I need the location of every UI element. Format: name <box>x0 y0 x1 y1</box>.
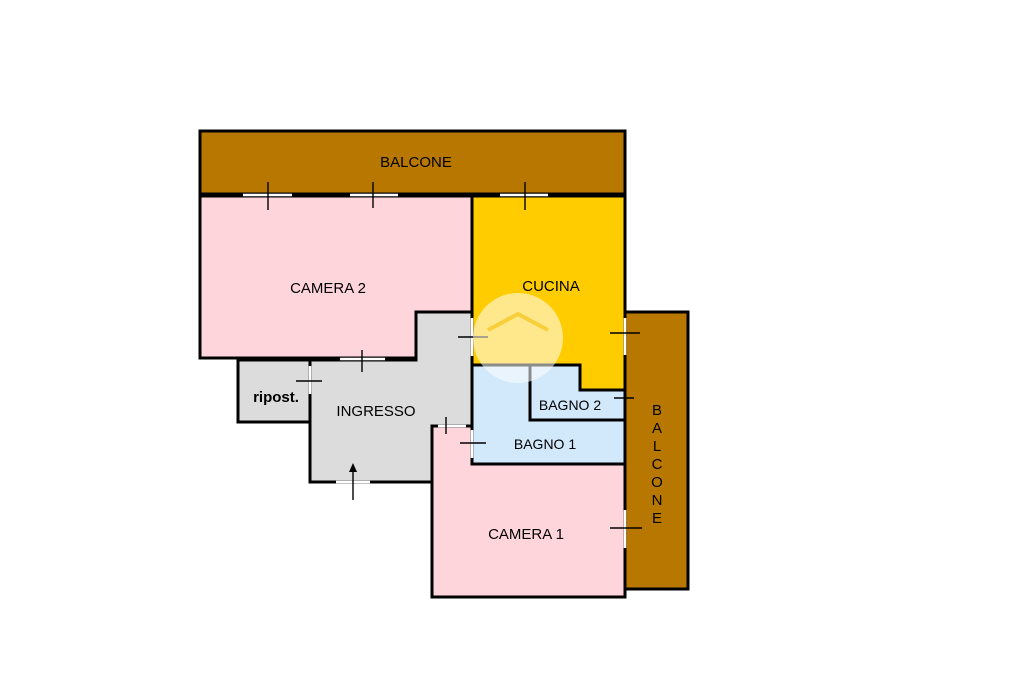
label-ingresso: INGRESSO <box>336 403 415 420</box>
label-balcone-right-letter: E <box>652 510 662 527</box>
room-balcone-right <box>623 310 690 591</box>
label-balcone-right-letter: L <box>653 438 661 455</box>
label-bagno-1: BAGNO 1 <box>514 436 576 452</box>
label-balcone-top: BALCONE <box>380 154 452 171</box>
room-balcone-top <box>198 129 627 196</box>
label-cucina: CUCINA <box>522 278 580 295</box>
label-ripostiglio: ripost. <box>253 389 299 406</box>
label-camera-1: CAMERA 1 <box>488 526 564 543</box>
room-ripostiglio <box>236 358 312 424</box>
label-balcone-right-letter: C <box>652 456 663 473</box>
watermark-logo <box>473 293 563 383</box>
label-balcone-right-letter: O <box>651 474 663 491</box>
label-balcone-right-letter: B <box>652 402 662 419</box>
label-balcone-right-letter: N <box>652 492 663 509</box>
openings <box>243 182 642 548</box>
label-bagno-2: BAGNO 2 <box>539 397 601 413</box>
label-camera-2: CAMERA 2 <box>290 280 366 297</box>
label-balcone-right-letter: A <box>652 420 662 437</box>
label-balcone-right: B A L C O N E <box>651 402 663 527</box>
